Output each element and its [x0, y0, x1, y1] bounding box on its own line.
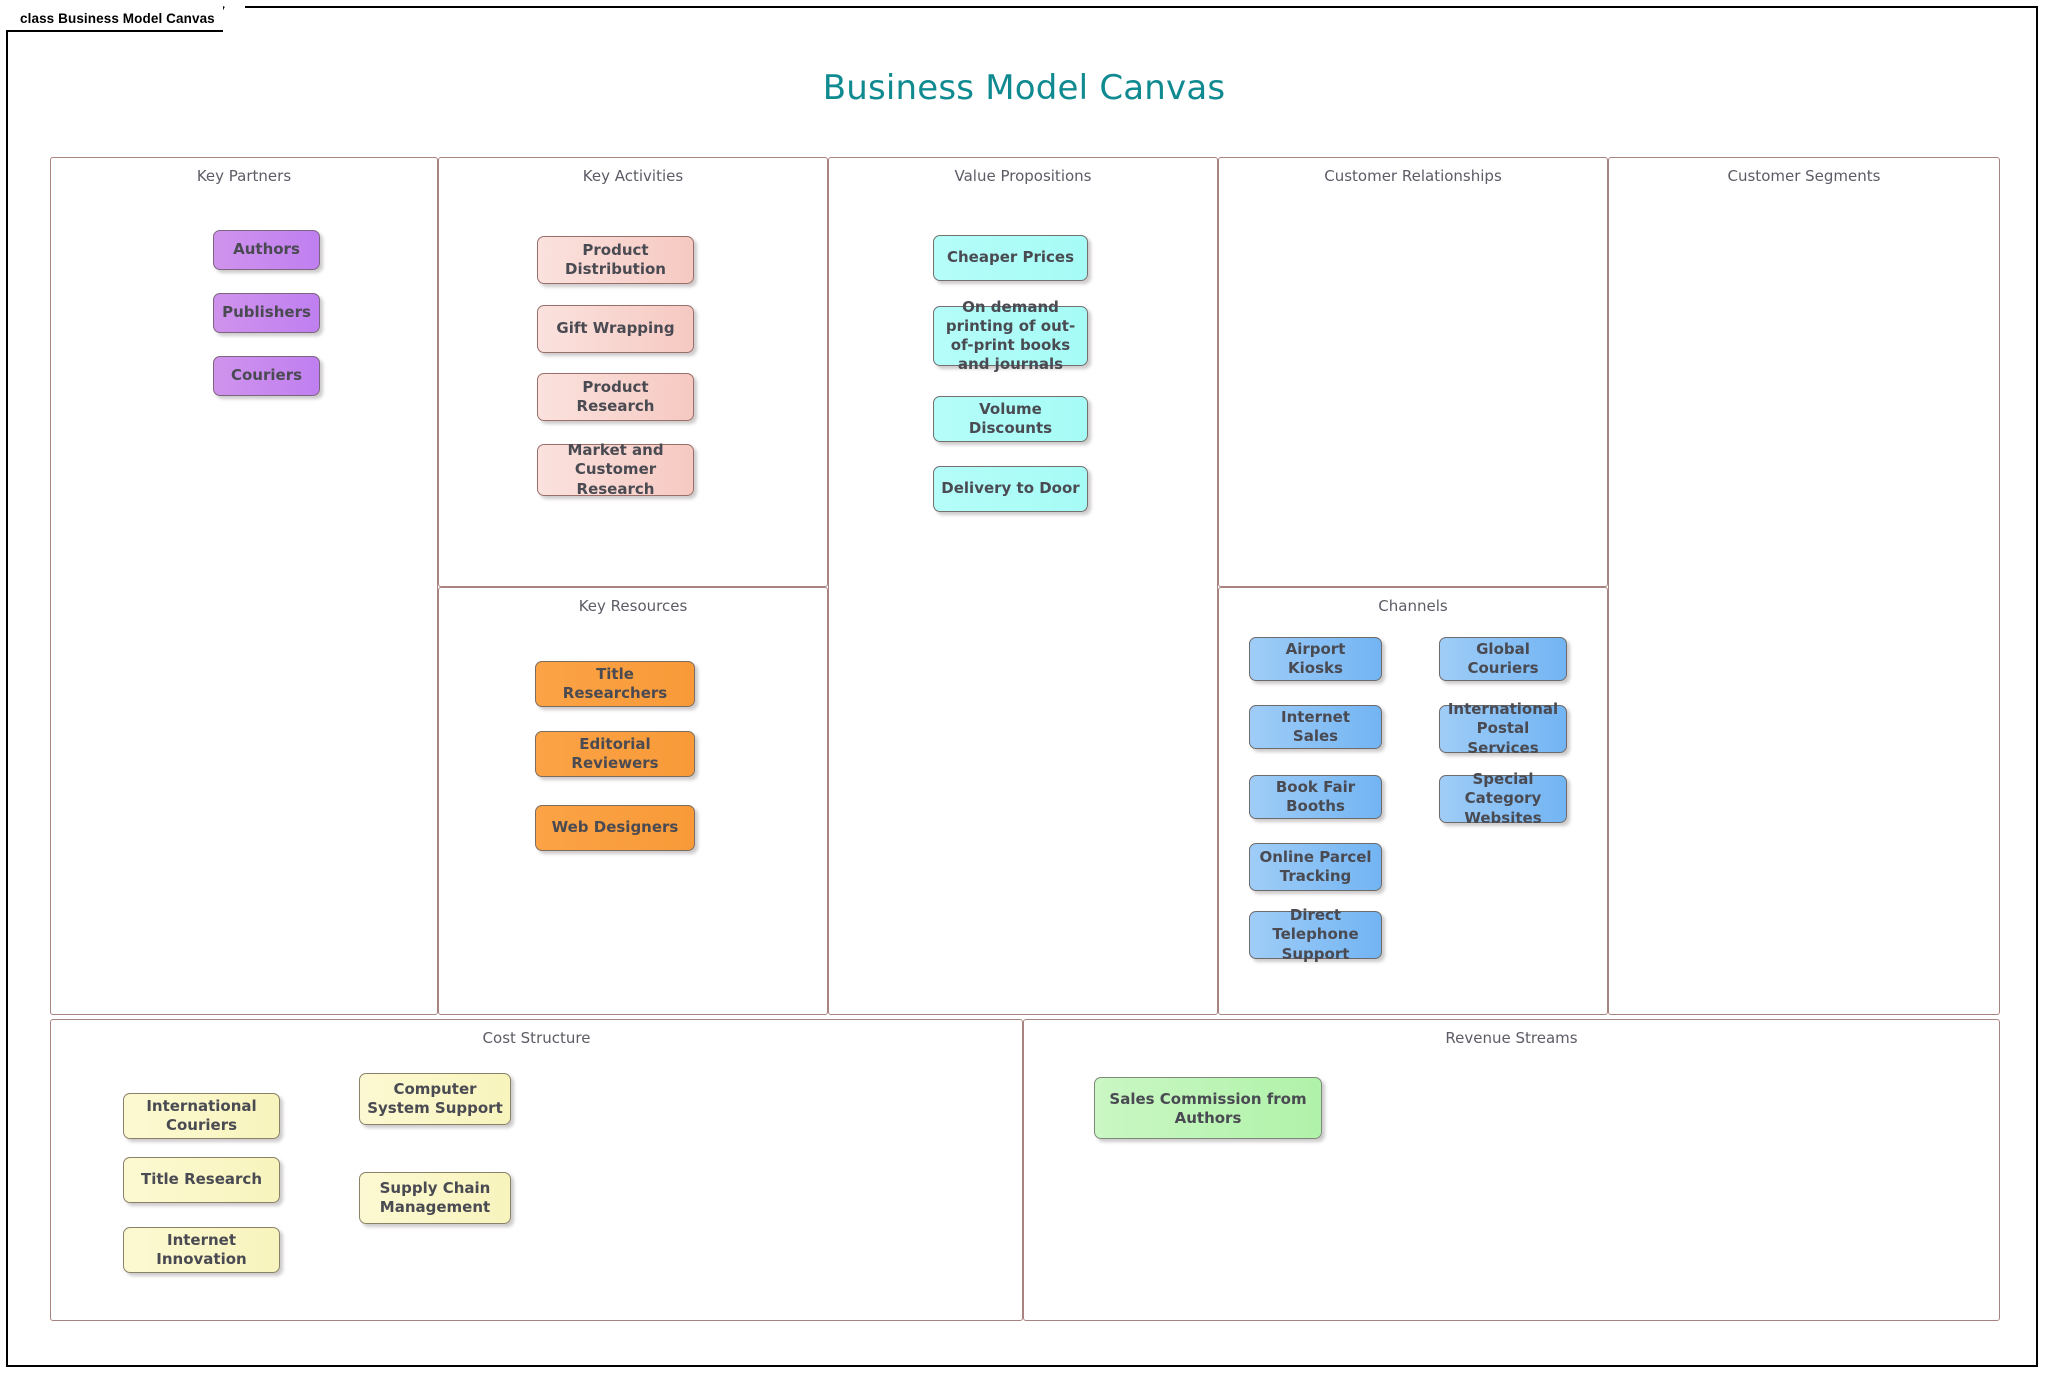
page-title: Business Model Canvas — [822, 68, 1226, 108]
panel-channels: Channels Airport Kiosks Internet Sales B… — [1218, 587, 1608, 1015]
node-product-research[interactable]: Product Research — [537, 373, 694, 421]
panel-key-resources: Key Resources Title Researchers Editoria… — [438, 587, 828, 1015]
node-cheaper-prices[interactable]: Cheaper Prices — [933, 235, 1088, 281]
node-authors[interactable]: Authors — [213, 230, 320, 270]
panel-title-channels: Channels — [1378, 597, 1448, 615]
panel-title-cost-structure: Cost Structure — [482, 1029, 591, 1047]
diagram-name-label: class Business Model Canvas — [20, 10, 215, 26]
node-sales-commission-from-authors[interactable]: Sales Commission from Authors — [1094, 1077, 1322, 1139]
panel-customer-segments: Customer Segments — [1608, 157, 2000, 1015]
node-title-researchers[interactable]: Title Researchers — [535, 661, 695, 707]
panel-customer-relationships: Customer Relationships — [1218, 157, 1608, 587]
node-gift-wrapping[interactable]: Gift Wrapping — [537, 305, 694, 353]
panel-value-propositions: Value Propositions Cheaper Prices On dem… — [828, 157, 1218, 1015]
node-product-distribution[interactable]: Product Distribution — [537, 236, 694, 284]
node-book-fair-booths[interactable]: Book Fair Booths — [1249, 775, 1382, 819]
panel-key-partners: Key Partners Authors Publishers Couriers — [50, 157, 438, 1015]
diagram-name-tab-slant — [223, 6, 245, 32]
node-internet-sales[interactable]: Internet Sales — [1249, 705, 1382, 749]
node-title-research[interactable]: Title Research — [123, 1157, 280, 1203]
panel-title-key-partners: Key Partners — [196, 167, 292, 185]
diagram-name-tab[interactable]: class Business Model Canvas — [6, 6, 245, 32]
node-special-category-websites[interactable]: Special Category Websites — [1439, 770, 1567, 827]
node-international-couriers[interactable]: International Couriers — [123, 1093, 280, 1139]
node-web-designers[interactable]: Web Designers — [535, 805, 695, 851]
panel-key-activities: Key Activities Product Distribution Gift… — [438, 157, 828, 587]
node-direct-telephone-support[interactable]: Direct Telephone Support — [1249, 906, 1382, 963]
node-global-couriers[interactable]: Global Couriers — [1439, 637, 1567, 681]
panel-title-customer-relationships: Customer Relationships — [1324, 167, 1502, 185]
panel-title-revenue-streams: Revenue Streams — [1445, 1029, 1578, 1047]
panel-title-customer-segments: Customer Segments — [1727, 167, 1881, 185]
node-volume-discounts[interactable]: Volume Discounts — [933, 396, 1088, 442]
node-supply-chain-management[interactable]: Supply Chain Management — [359, 1172, 511, 1224]
node-couriers[interactable]: Couriers — [213, 356, 320, 396]
node-international-postal-services[interactable]: International Postal Services — [1439, 700, 1567, 757]
panel-title-key-activities: Key Activities — [582, 167, 684, 185]
node-market-and-customer-research[interactable]: Market and Customer Research — [537, 441, 694, 498]
panel-title-key-resources: Key Resources — [578, 597, 688, 615]
node-delivery-to-door[interactable]: Delivery to Door — [933, 466, 1088, 512]
node-airport-kiosks[interactable]: Airport Kiosks — [1249, 637, 1382, 681]
node-on-demand-printing[interactable]: On demand printing of out-of-print books… — [933, 298, 1088, 373]
panel-title-value-propositions: Value Propositions — [954, 167, 1092, 185]
node-editorial-reviewers[interactable]: Editorial Reviewers — [535, 731, 695, 777]
node-online-parcel-tracking[interactable]: Online Parcel Tracking — [1249, 843, 1382, 891]
panel-cost-structure: Cost Structure International Couriers Ti… — [50, 1019, 1023, 1321]
diagram-name-tab-body: class Business Model Canvas — [6, 6, 223, 32]
node-internet-innovation[interactable]: Internet Innovation — [123, 1227, 280, 1273]
panel-revenue-streams: Revenue Streams Sales Commission from Au… — [1023, 1019, 2000, 1321]
node-computer-system-support[interactable]: Computer System Support — [359, 1073, 511, 1125]
node-publishers[interactable]: Publishers — [213, 293, 320, 333]
